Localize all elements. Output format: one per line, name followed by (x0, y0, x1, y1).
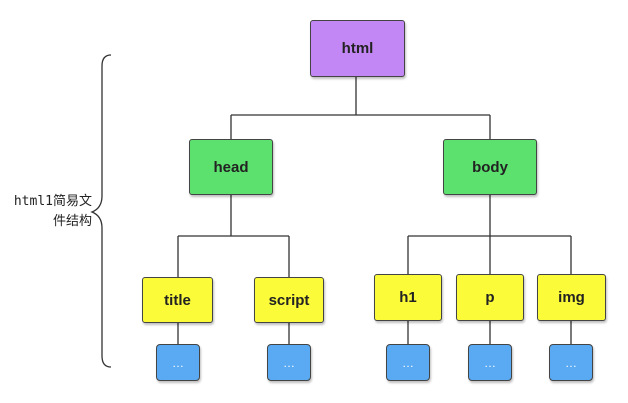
leaf-p-children: … (468, 344, 512, 381)
brace (90, 54, 112, 368)
node-script: script (254, 277, 324, 323)
node-p: p (456, 274, 524, 321)
leaf-h1-children: … (386, 344, 430, 381)
node-img: img (537, 274, 606, 321)
diagram-caption: html1简易文 件结构 (4, 192, 92, 232)
connector-body (407, 195, 572, 274)
node-h1: h1 (374, 274, 442, 321)
connector-html (230, 77, 491, 139)
leaf-title-children: … (156, 344, 200, 381)
caption-line-2: 件结构 (52, 214, 92, 229)
connector-leaves (177, 321, 572, 344)
caption-line-1: html1简易文 (13, 194, 92, 209)
node-title: title (142, 277, 213, 323)
node-head: head (189, 139, 273, 195)
leaf-img-children: … (549, 344, 593, 381)
connector-head (177, 195, 290, 277)
node-html: html (310, 20, 405, 77)
node-body: body (443, 139, 537, 195)
leaf-script-children: … (267, 344, 311, 381)
